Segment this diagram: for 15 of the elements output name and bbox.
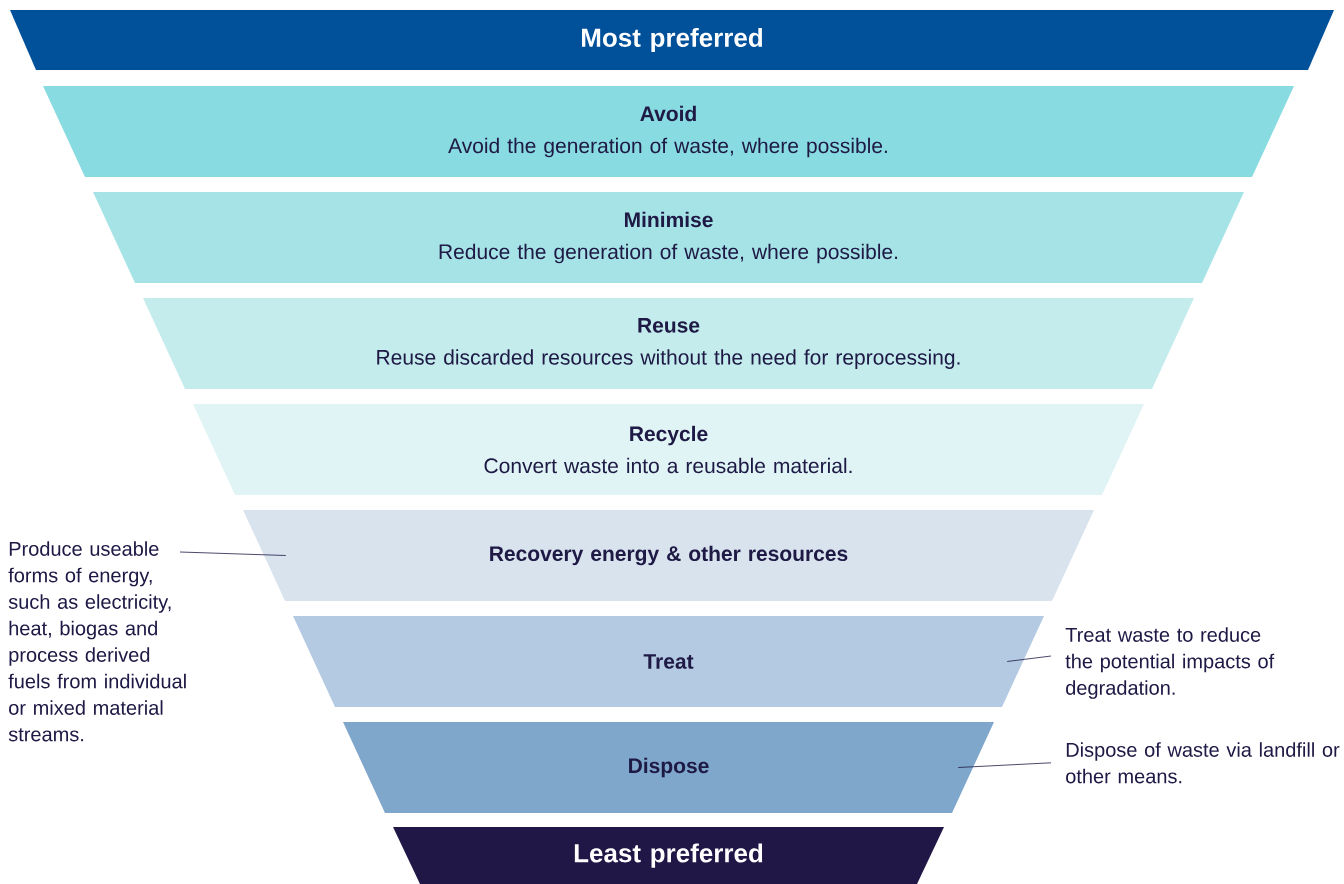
hierarchy-band: Dispose — [343, 722, 994, 813]
side-note: Produce useable forms of energy, such as electricity, heat, biogas and process derived fuels from individual or mixed material streams. — [8, 541, 186, 742]
side-note: Treat waste to reduce the potential impacts of degradation. — [1065, 627, 1275, 699]
hierarchy-band: Most preferred — [10, 10, 1334, 70]
hierarchy-band: Treat — [293, 616, 1044, 707]
leader-line — [179, 551, 287, 556]
hierarchy-band: Recovery energy & other resources — [243, 510, 1094, 601]
hierarchy-band: Minimise Reduce the generation of waste, where possible. — [93, 192, 1244, 283]
hierarchy-band: Recycle Convert waste into a reusable material. — [193, 404, 1144, 495]
leader-line — [957, 762, 1052, 768]
side-note: Dispose of waste via landfill or other means. — [1066, 742, 1340, 784]
hierarchy-band: Least preferred — [393, 827, 944, 884]
hierarchy-band: Reuse Reuse discarded resources without the need for reprocessing. — [143, 298, 1194, 389]
hierarchy-band: Avoid Avoid the generation of waste, where possible. — [43, 86, 1294, 177]
leader-line — [1006, 655, 1052, 662]
